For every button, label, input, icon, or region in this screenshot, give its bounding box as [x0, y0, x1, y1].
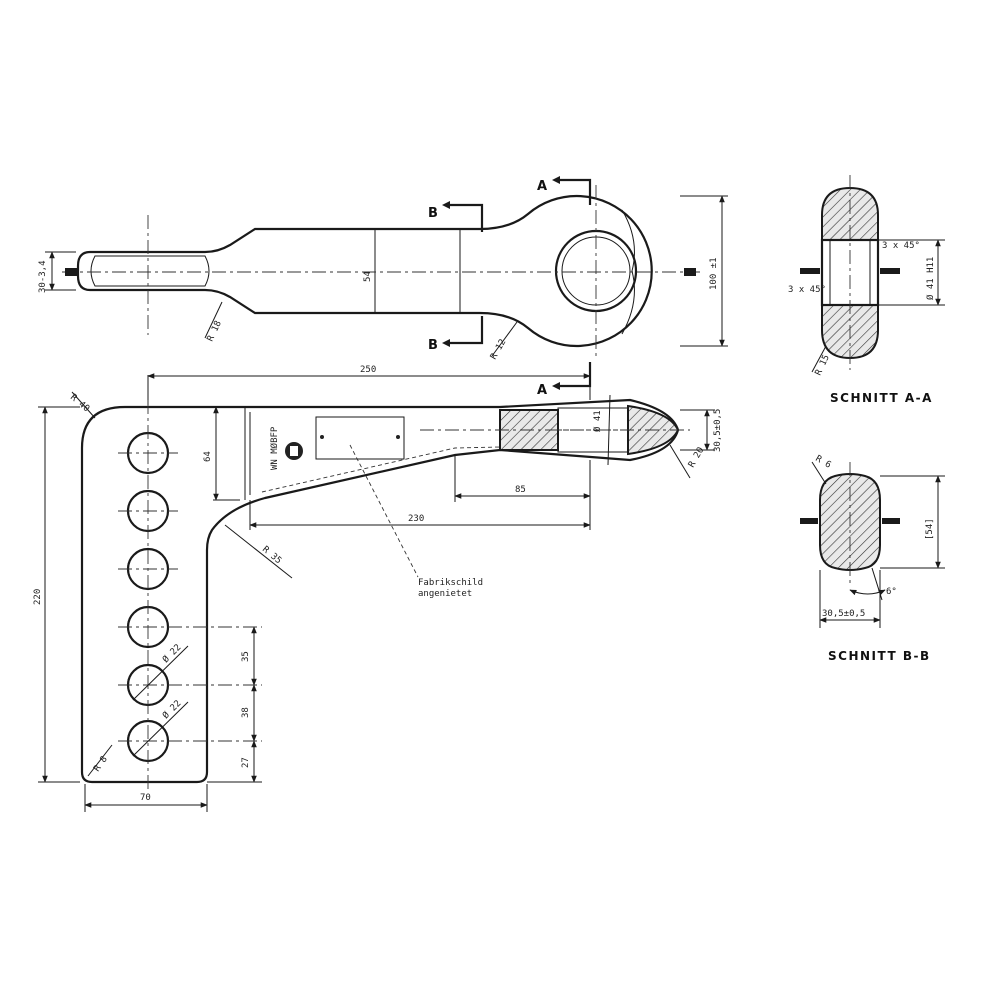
schnitt-bb-title: SCHNITT B-B [828, 649, 931, 663]
nameplate-note-line2: angenietet [418, 589, 472, 599]
dim-corner-r8: R 8 [92, 755, 110, 774]
dim-length-230: 230 [408, 514, 424, 524]
dim-pitch-35: 35 [241, 651, 251, 662]
side-view-outline [80, 398, 680, 784]
dim-radius-r12: R 12 [489, 338, 509, 362]
nameplate [315, 416, 405, 460]
dim-pitch-38: 38 [241, 707, 251, 718]
section-marker-b-bottom: B [428, 338, 438, 353]
dim-length-250: 250 [360, 365, 376, 375]
section-a-a: Ø 41 H11 3 x 45° 3 x 45° R 15 SCHNITT A-… [788, 175, 945, 405]
top-view-outline [76, 194, 653, 348]
nameplate-note-line1: Fabrikschild [418, 578, 483, 588]
dim-radius-r20: R 20 [687, 446, 707, 470]
dim-height-64: 64 [203, 451, 213, 462]
dim-length-85: 85 [515, 485, 526, 495]
aa-radius: R 15 [814, 353, 832, 377]
section-marker-b-top: B [428, 206, 438, 221]
aa-bore: Ø 41 H11 [925, 257, 936, 300]
section-marker-a-top: A [537, 179, 547, 194]
dim-radius-r18: R 18 [206, 319, 224, 343]
top-view: 30-3,4 100 ±1 54 R 18 R 12 A B B A [38, 176, 728, 398]
dim-bottom-27: 27 [241, 757, 251, 768]
bb-angle: 6° [886, 587, 897, 597]
side-view: 250 WN MØBFP Ø 41 30,5±0,5 R 20 85 [33, 365, 723, 812]
dim-shank-thickness: 30-3,4 [38, 260, 48, 293]
dim-eye-bore: Ø 41 [592, 410, 603, 432]
dim-width-54: 54 [363, 271, 373, 282]
dim-radius-r40: R 40 [68, 393, 91, 415]
section-marker-a-bottom: A [537, 383, 547, 398]
stamp-text: WN MØBFP [269, 426, 280, 470]
dim-tip-thickness: 30,5±0,5 [713, 409, 723, 452]
schnitt-aa-title: SCHNITT A-A [830, 391, 933, 405]
dim-eye-outer: 100 ±1 [709, 257, 719, 290]
aa-chamfer-bottom: 3 x 45° [788, 285, 826, 295]
dim-width-70: 70 [140, 793, 151, 803]
bb-height: [54] [925, 518, 935, 540]
aa-chamfer-top: 3 x 45° [882, 241, 920, 251]
section-b-b: R 6 [54] 6° 30,5±0,5 SCHNITT B-B [800, 454, 945, 663]
bb-width: 30,5±0,5 [822, 609, 865, 619]
dim-height-220: 220 [33, 589, 43, 605]
